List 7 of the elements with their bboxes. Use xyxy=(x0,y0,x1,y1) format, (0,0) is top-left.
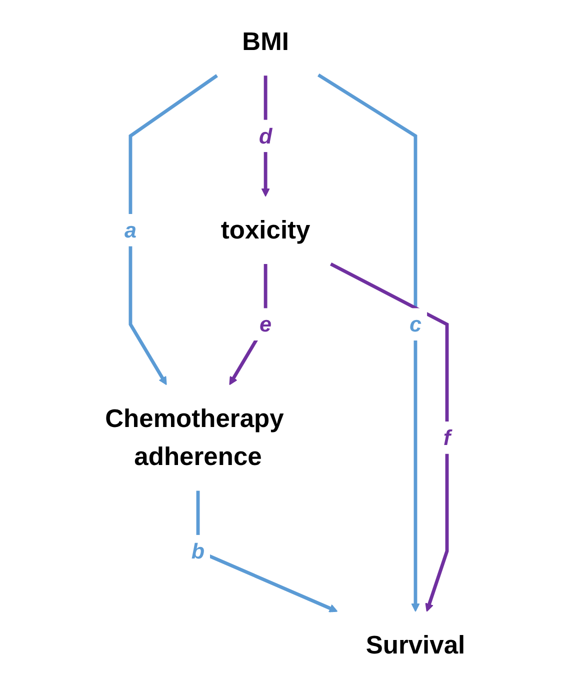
arrow xyxy=(128,74,218,386)
node-label: BMI xyxy=(242,26,289,56)
arrow xyxy=(330,262,449,612)
arrow xyxy=(317,73,420,612)
node-label: toxicity xyxy=(220,214,310,244)
node-label: Survival xyxy=(366,630,466,660)
node-label: Chemotherapy adherence xyxy=(105,403,284,472)
